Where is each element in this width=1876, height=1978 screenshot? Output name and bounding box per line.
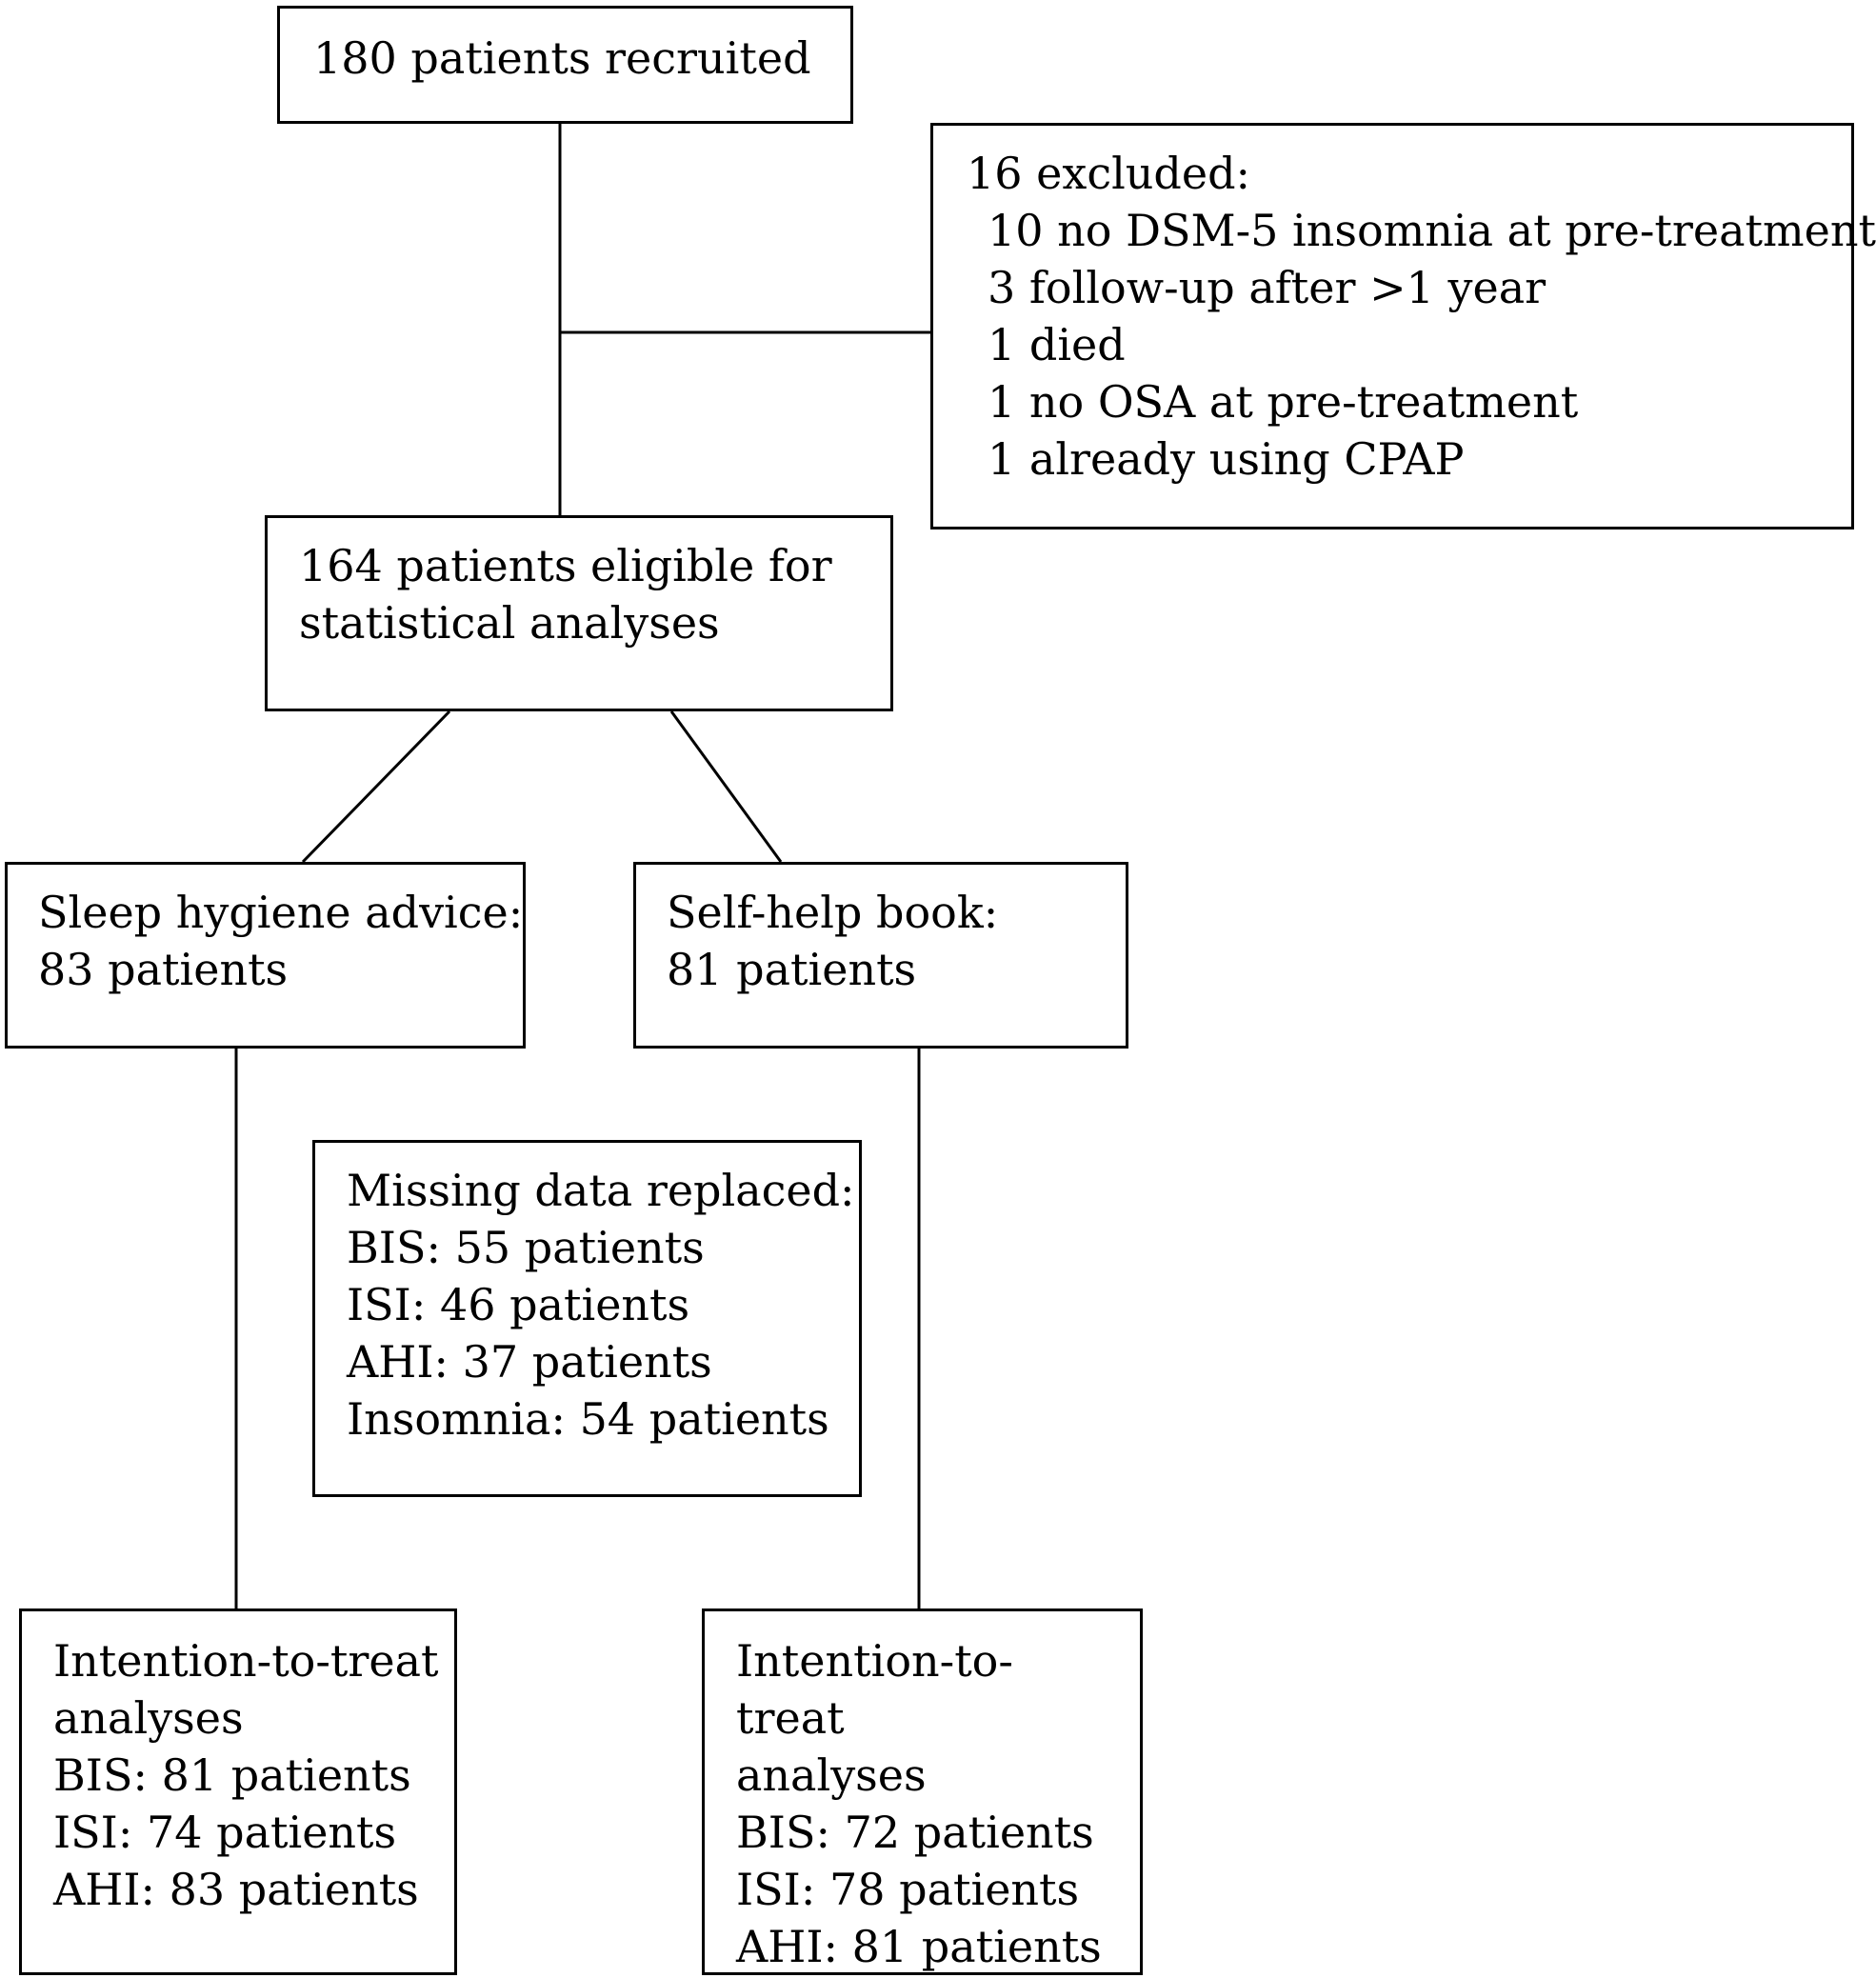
itt-line: analyses	[53, 1692, 244, 1744]
itt-line: AHI: 81 patients	[736, 1921, 1102, 1972]
arm-line: 83 patients	[38, 944, 289, 995]
arm-line: Sleep hygiene advice:	[38, 887, 524, 938]
excluded-box: 16 excluded: 10 no DSM-5 insomnia at pre…	[930, 123, 1876, 529]
connector-eligible-to-sleep-hygiene	[301, 709, 451, 864]
missing-header: Missing data replaced:	[347, 1165, 855, 1216]
missing-item: AHI: 37 patients	[347, 1336, 712, 1388]
arm-line: Self-help book:	[667, 887, 999, 938]
excluded-reason: 1 died	[988, 319, 1126, 370]
recruited-text: 180 patients recruited	[313, 32, 811, 84]
itt-line: ISI: 74 patients	[53, 1807, 397, 1858]
itt-line: ISI: 78 patients	[736, 1864, 1080, 1915]
itt-line: BIS: 81 patients	[53, 1749, 411, 1801]
itt-line: Intention-to-	[736, 1635, 1013, 1687]
missing-data-box: Missing data replaced: BIS: 55 patients …	[312, 1140, 862, 1497]
excluded-reason: 3 follow-up after >1 year	[988, 262, 1547, 313]
eligible-line: statistical analyses	[299, 597, 720, 649]
arm-line: 81 patients	[667, 944, 917, 995]
excluded-reason: 1 no OSA at pre-treatment	[988, 376, 1579, 428]
excluded-header: 16 excluded:	[967, 148, 1251, 199]
eligible-box: 164 patients eligible for statistical an…	[265, 515, 893, 711]
excluded-reason: 10 no DSM-5 insomnia at pre-treatment	[988, 205, 1876, 256]
excluded-reason: 1 already using CPAP	[988, 433, 1465, 485]
itt-self-help-box: Intention-to- treat analyses BIS: 72 pat…	[702, 1608, 1143, 1975]
sleep-hygiene-arm-box: Sleep hygiene advice: 83 patients	[5, 862, 526, 1049]
missing-item: Insomnia: 54 patients	[347, 1393, 829, 1445]
itt-line: analyses	[736, 1749, 927, 1801]
missing-item: ISI: 46 patients	[347, 1279, 690, 1330]
itt-line: Intention-to-treat	[53, 1635, 439, 1687]
self-help-arm-box: Self-help book: 81 patients	[633, 862, 1128, 1049]
connector-eligible-to-self-help	[669, 710, 783, 863]
missing-item: BIS: 55 patients	[347, 1222, 705, 1273]
itt-line: BIS: 72 patients	[736, 1807, 1094, 1858]
itt-line: treat	[736, 1692, 845, 1744]
itt-sleep-hygiene-box: Intention-to-treat analyses BIS: 81 pati…	[19, 1608, 457, 1975]
itt-line: AHI: 83 patients	[53, 1864, 419, 1915]
eligible-line: 164 patients eligible for	[299, 540, 832, 591]
recruited-box: 180 patients recruited	[277, 6, 853, 124]
